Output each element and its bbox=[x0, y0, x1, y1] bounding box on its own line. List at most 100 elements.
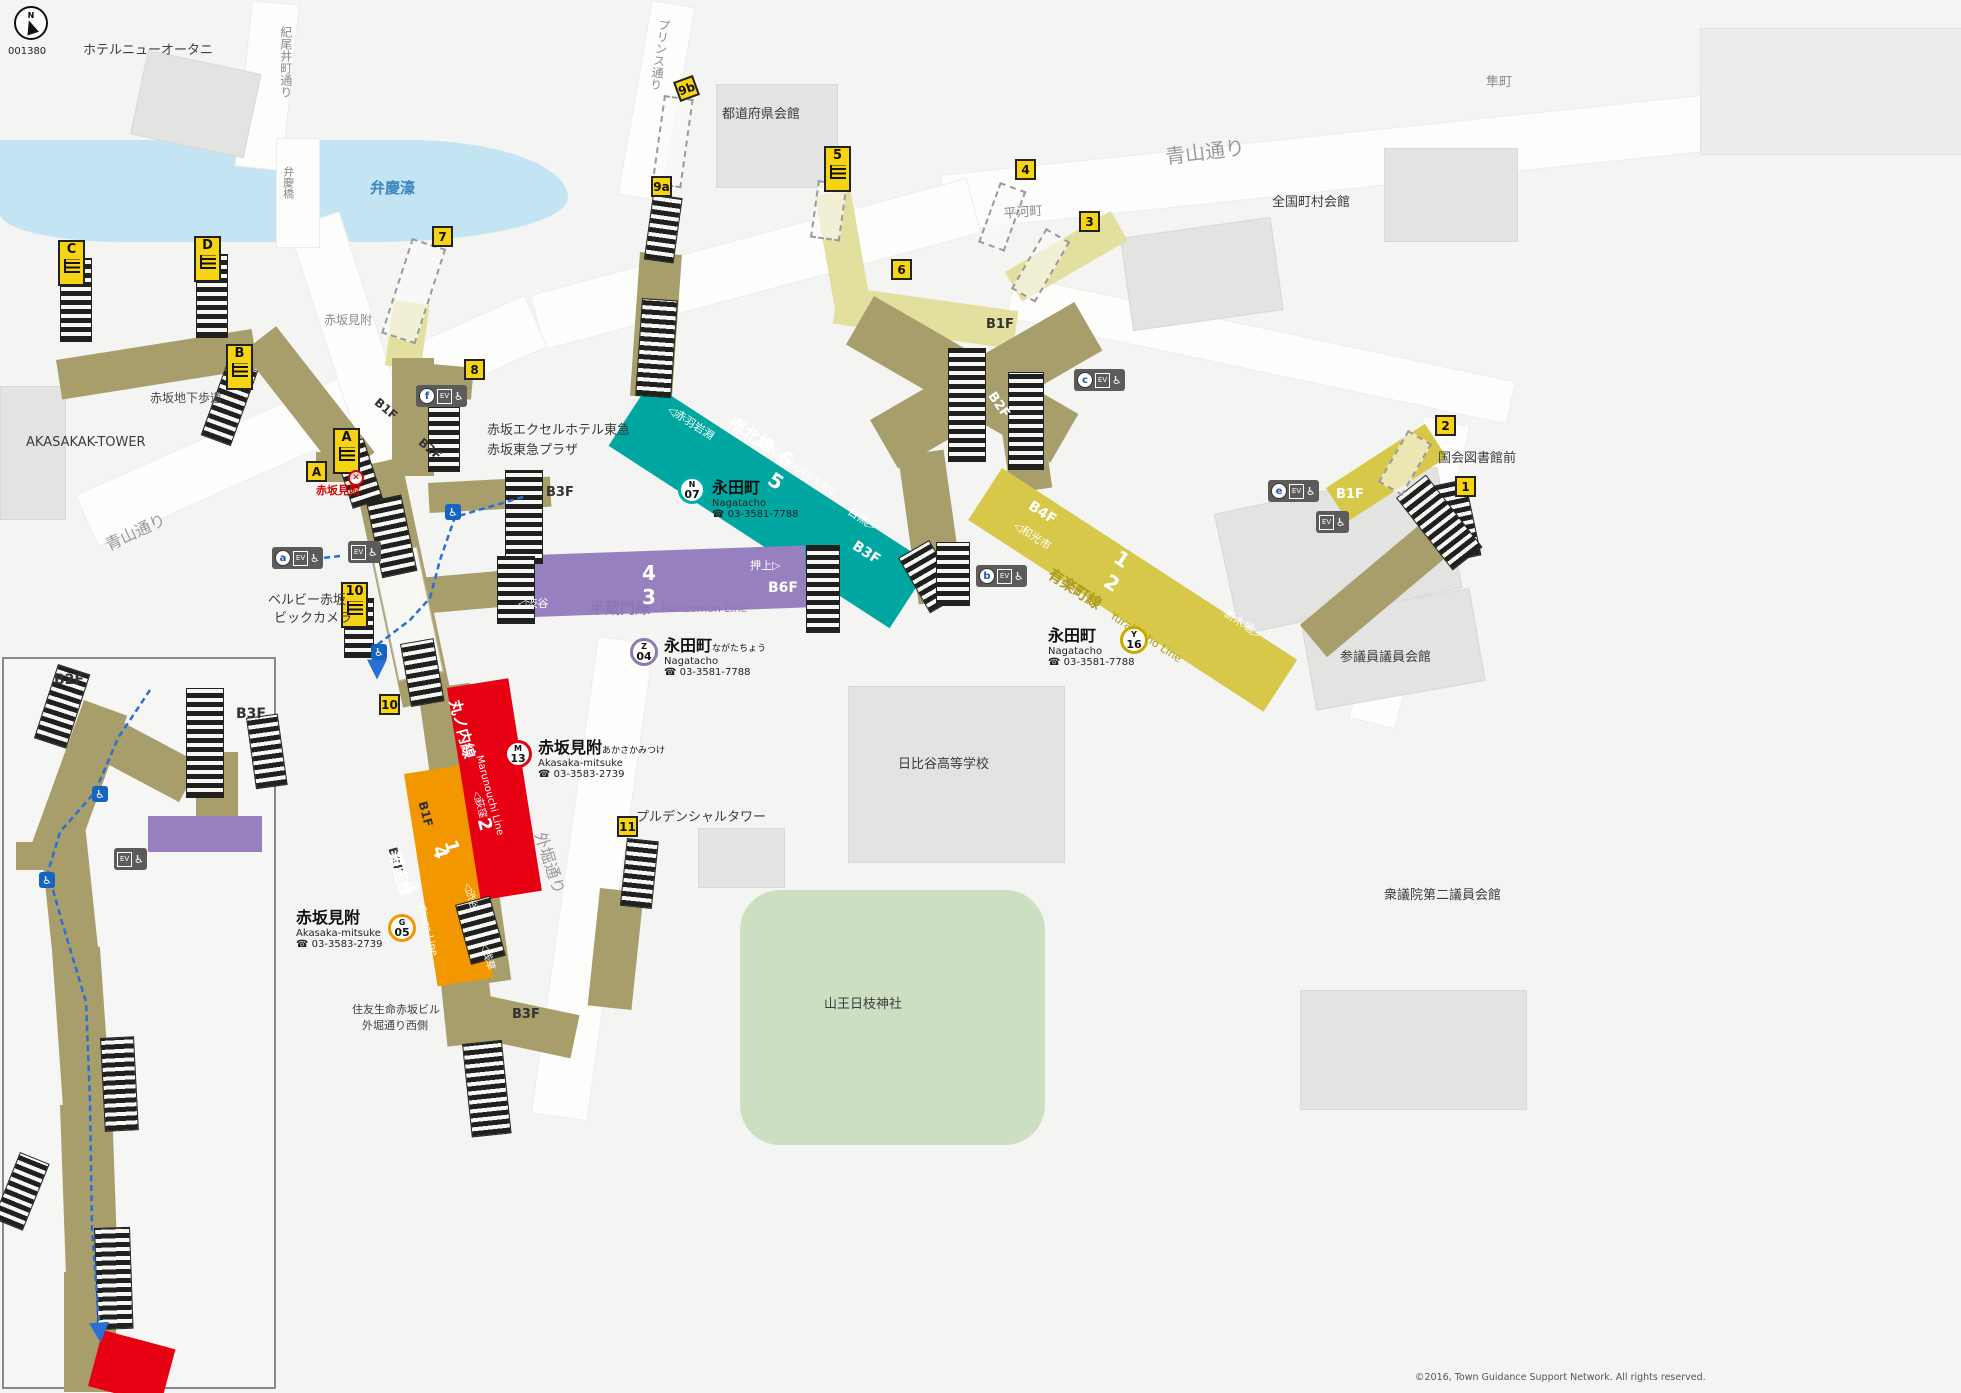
north-arrow: N bbox=[14, 6, 48, 40]
stairs bbox=[619, 838, 659, 909]
exit-1: 1 bbox=[1455, 476, 1476, 497]
station-phone: ☎ 03-3581-7788 bbox=[1048, 657, 1135, 668]
label: 赤坂東急プラザ bbox=[487, 443, 579, 458]
station-name-en: Akasaka-mitsuke bbox=[538, 758, 623, 769]
line-band-hanzomon-inset bbox=[148, 816, 262, 852]
exit-9a: 9a bbox=[651, 176, 672, 197]
building bbox=[0, 386, 66, 520]
stairs bbox=[100, 1036, 139, 1132]
closed-exit-icon: ✕ bbox=[348, 470, 364, 486]
label: AKASAKAK-TOWER bbox=[26, 435, 146, 450]
wheelchair-icon: ♿ bbox=[39, 872, 55, 888]
label: 押上▷ bbox=[750, 559, 781, 572]
north-label: N bbox=[27, 11, 35, 20]
label: B3F bbox=[512, 1007, 540, 1022]
elevator-icon: EV bbox=[351, 544, 366, 560]
wheelchair-icon: ♿ bbox=[92, 786, 108, 802]
wheelchair-icon: ♿ bbox=[1112, 373, 1122, 387]
corridor bbox=[418, 570, 509, 614]
facility-letter: f bbox=[419, 388, 435, 404]
line-letter: Y bbox=[1131, 629, 1137, 639]
surface-walkway bbox=[381, 238, 447, 345]
wheelchair-icon: ♿ bbox=[454, 389, 464, 403]
elevator-icon: EV bbox=[1095, 372, 1110, 388]
copyright-text: ©2016, Town Guidance Support Network. Al… bbox=[1415, 1372, 1706, 1383]
label: 赤坂エクセルホテル東急 bbox=[487, 423, 631, 438]
corridor bbox=[16, 842, 52, 870]
line-letter: G bbox=[398, 917, 406, 927]
station-name-kana: ながたちょう bbox=[712, 644, 767, 654]
station-name-ja: 永田町 bbox=[1048, 626, 1097, 645]
station-number: 04 bbox=[636, 649, 652, 663]
label: B6F bbox=[768, 580, 798, 596]
station-name-en: Nagatacho bbox=[1048, 646, 1103, 657]
exit-label: 5 bbox=[832, 148, 843, 163]
label: 赤坂見附 bbox=[324, 313, 373, 327]
station-name-ja: 赤坂見附 bbox=[296, 908, 361, 927]
station-number: 16 bbox=[1126, 637, 1142, 651]
wheelchair-icon: ♿ bbox=[368, 545, 378, 559]
shrine-park bbox=[740, 890, 1045, 1145]
exit-label: A bbox=[341, 430, 352, 445]
elevator-icon: EV bbox=[117, 851, 132, 867]
north-triangle-icon bbox=[23, 18, 39, 36]
building bbox=[1700, 28, 1961, 155]
elevator-icon: EV bbox=[997, 568, 1012, 584]
exit-C: C bbox=[58, 240, 85, 286]
exit-6: 6 bbox=[891, 259, 912, 280]
exit-A: A bbox=[306, 461, 327, 482]
wheelchair-icon: ♿ bbox=[134, 852, 144, 866]
label: B3F bbox=[546, 485, 574, 500]
label: 参議員議員会館 bbox=[1340, 650, 1432, 665]
exit-3: 3 bbox=[1079, 211, 1100, 232]
stairs bbox=[936, 542, 970, 606]
label: プルデンシャルタワー bbox=[636, 810, 767, 825]
stairs-icon bbox=[63, 259, 80, 273]
exit-10: 10 bbox=[341, 582, 368, 628]
station-phone: ☎ 03-3581-7788 bbox=[664, 667, 751, 678]
facility-icons: EV♿ bbox=[348, 541, 381, 563]
label: 赤坂地下歩道 bbox=[150, 391, 223, 405]
elevator-icon: EV bbox=[1289, 483, 1304, 499]
exit-D: D bbox=[194, 236, 221, 282]
elevator-icon: EV bbox=[1319, 514, 1334, 530]
facility-icons: EV♿ bbox=[114, 848, 147, 870]
station-name-kana: あかさかみつけ bbox=[602, 746, 666, 756]
building bbox=[1384, 148, 1518, 242]
label: 都道府県会館 bbox=[722, 107, 801, 122]
stairs-icon bbox=[231, 363, 248, 377]
label: 山王日枝神社 bbox=[824, 997, 903, 1012]
facility-letter: e bbox=[1271, 483, 1287, 499]
label: 4 bbox=[642, 561, 656, 585]
building bbox=[698, 828, 785, 888]
station-name-en: Akasaka-mitsuke bbox=[296, 928, 381, 939]
wheelchair-icon: ♿ bbox=[371, 644, 387, 660]
exit-A: A bbox=[333, 428, 360, 474]
station-number: 07 bbox=[684, 487, 700, 501]
road bbox=[276, 138, 320, 248]
station-name-ja: 永田町 bbox=[712, 478, 761, 497]
building bbox=[1300, 990, 1527, 1110]
exit-7: 7 bbox=[432, 226, 453, 247]
label: 衆議院第二議員会館 bbox=[1384, 888, 1502, 903]
label: 赤坂見附 bbox=[316, 484, 360, 497]
line-letter: M bbox=[514, 743, 522, 753]
label: 全国町村会館 bbox=[1272, 195, 1351, 210]
elevator-icon: EV bbox=[437, 388, 452, 404]
line-letter: N bbox=[688, 479, 696, 489]
station-number: 13 bbox=[510, 751, 526, 765]
stairs bbox=[186, 688, 224, 798]
label: ◁渋谷 bbox=[518, 597, 549, 610]
label: 001380 bbox=[8, 46, 47, 57]
exit-B: B bbox=[226, 344, 253, 390]
station-phone: ☎ 03-3581-7788 bbox=[712, 509, 799, 520]
exit-label: B bbox=[234, 346, 245, 361]
station-name-ja: 赤坂見附 bbox=[538, 738, 603, 757]
